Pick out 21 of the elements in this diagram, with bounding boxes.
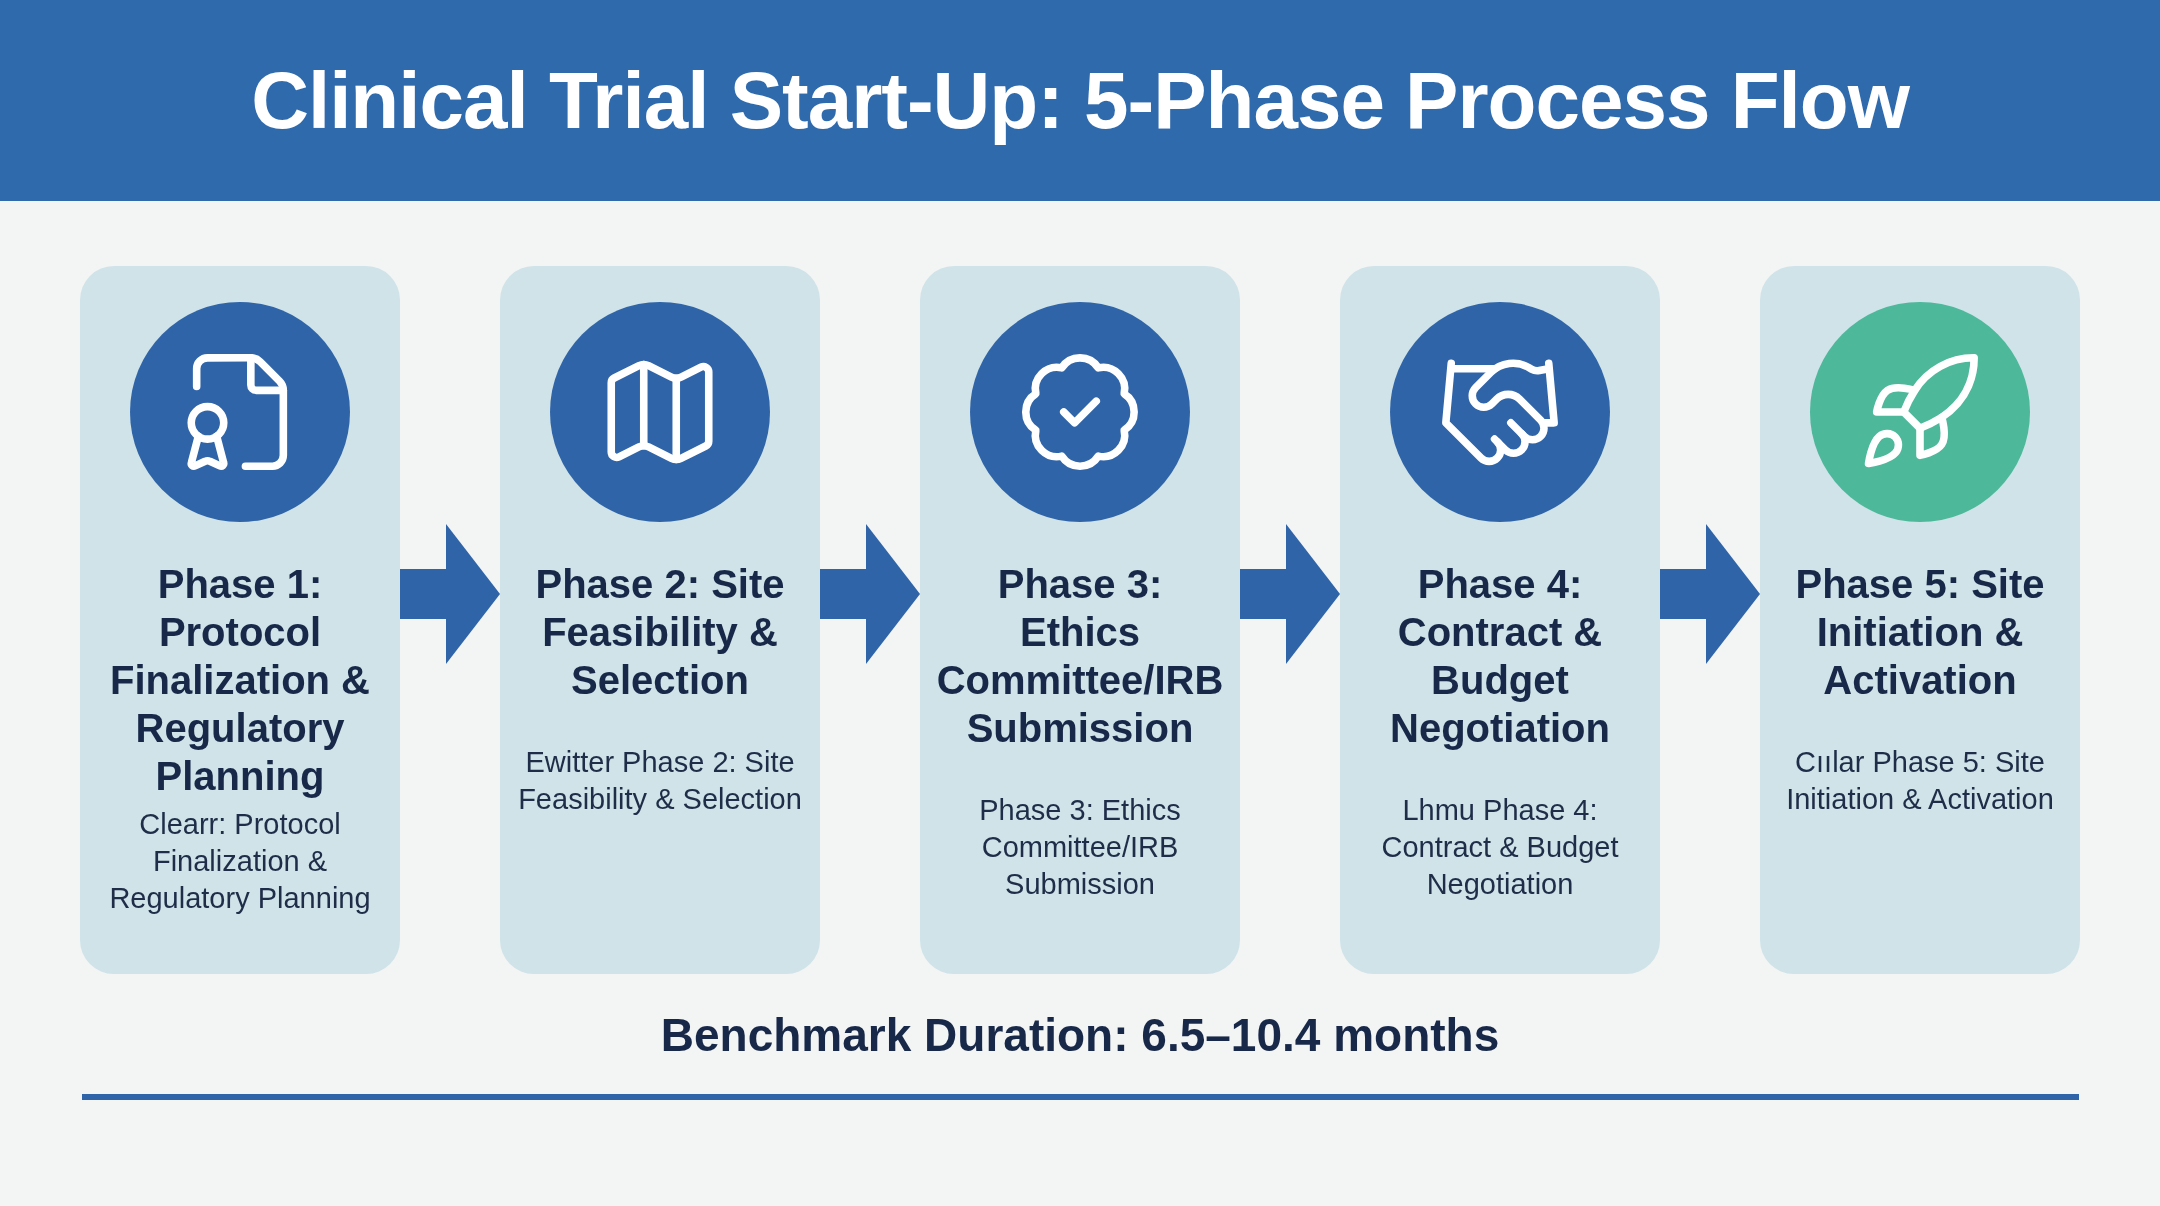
duration-note: Benchmark Duration: 6.5–10.4 months	[660, 1009, 1500, 1061]
arrow	[1240, 524, 1340, 664]
phase-description: Clearr: Protocol Finalization & Regulatory Planning	[108, 807, 372, 916]
phase-card	[80, 266, 400, 974]
phase-card	[1340, 266, 1660, 974]
phase-card	[920, 266, 1240, 974]
phase-description: Cıılar Phase 5: Site Initiation & Activation	[1785, 745, 2055, 817]
arrow	[820, 524, 920, 664]
phase-card	[1760, 266, 2080, 974]
phase-heading: Phase 1: Protocol Finalization & Regulatory Planning	[109, 561, 371, 800]
phase-description: Lhmu Phase 4: Contract & Budget Negotiation	[1380, 793, 1620, 902]
phase-description: Phase 3: Ethics Committee/IRB Submission	[978, 793, 1182, 902]
title: Clinical Trial Start-Up: 5-Phase Process Flow	[251, 54, 1909, 147]
phase-heading: Phase 2: Site Feasibility & Selection	[534, 561, 786, 704]
arrow	[1660, 524, 1760, 664]
phase-heading: Phase 3: Ethics Committee/IRB Submission	[935, 561, 1225, 752]
phase-heading: Phase 4: Contract & Budget Negotiation	[1389, 561, 1611, 752]
phase-heading: Phase 5: Site Initiation & Activation	[1794, 561, 2046, 704]
phase-description: Ewitter Phase 2: Site Feasibility & Selection	[517, 745, 803, 817]
arrow	[400, 524, 500, 664]
phase-card	[500, 266, 820, 974]
